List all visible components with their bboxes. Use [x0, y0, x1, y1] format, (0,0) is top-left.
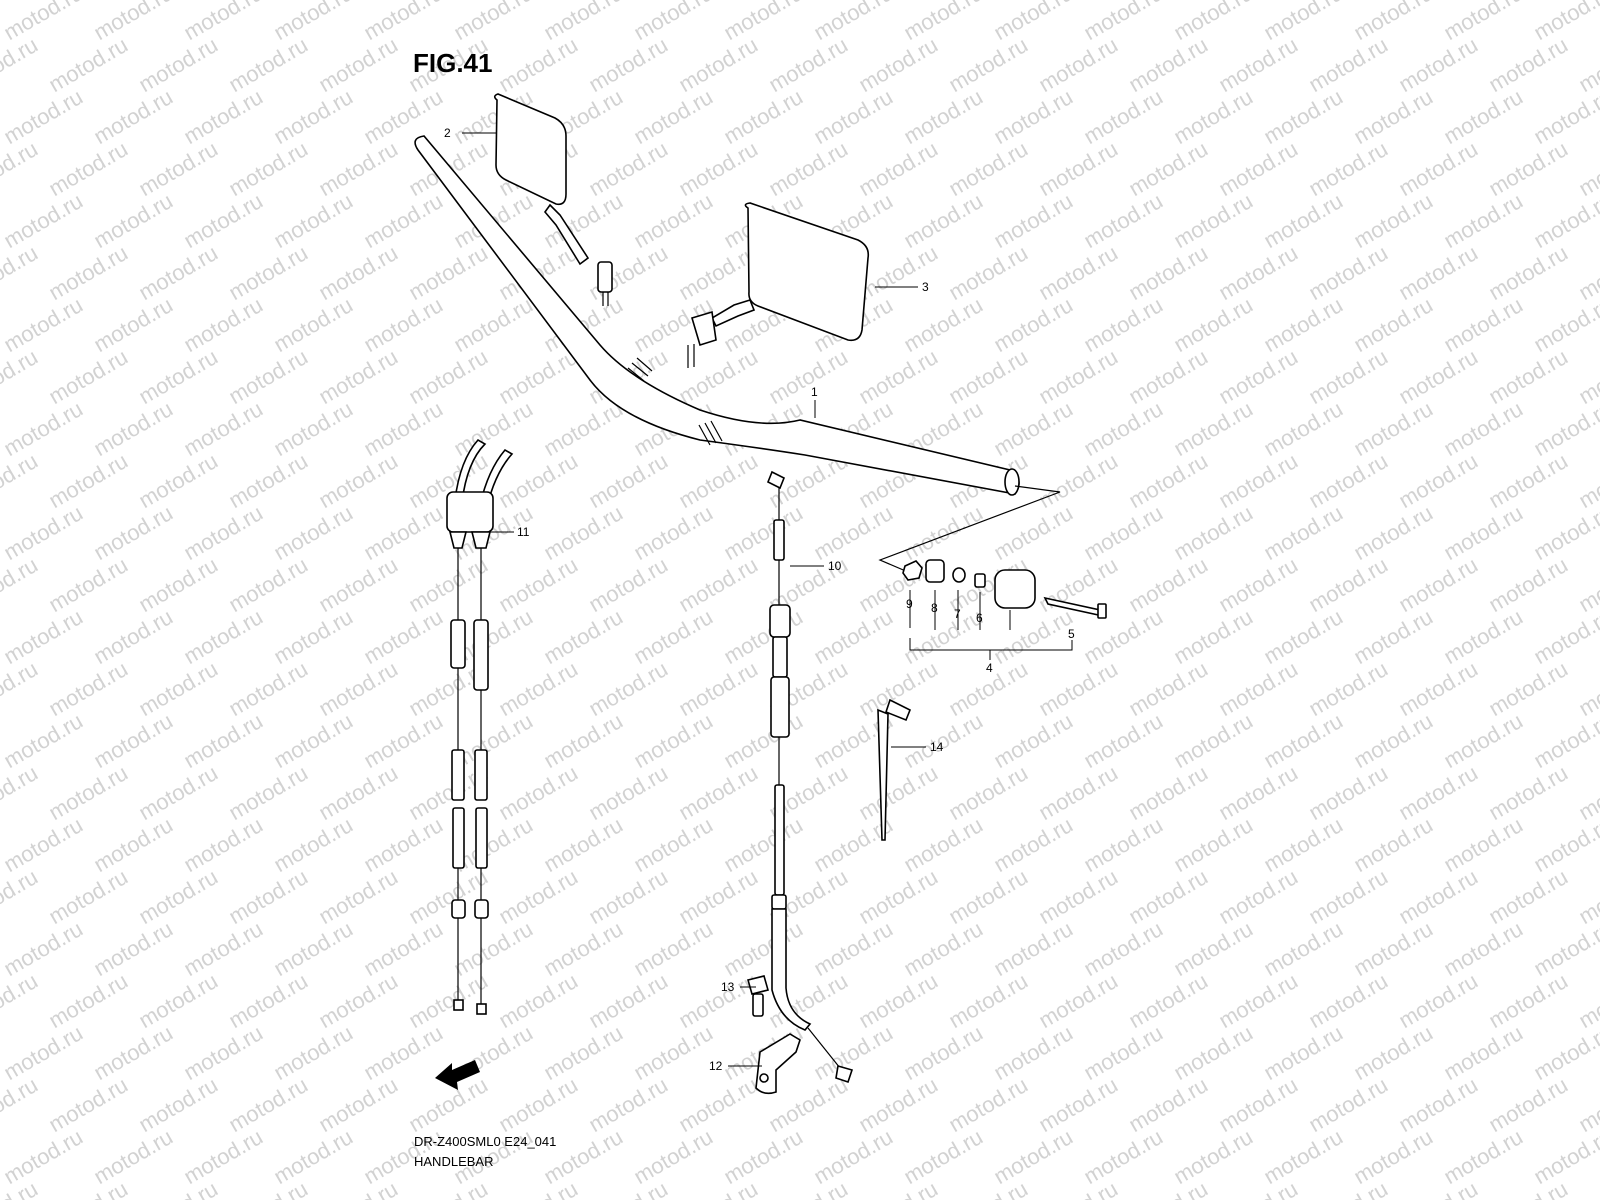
callout-3: 3	[922, 280, 929, 294]
balancer-parts	[902, 559, 1107, 619]
callout-14: 14	[930, 740, 944, 754]
callout-8: 8	[931, 601, 938, 615]
handlebar-part	[414, 135, 1020, 496]
fwd-arrow: FWD	[435, 1060, 480, 1090]
mirror-left-part	[493, 93, 613, 306]
leader-lines	[462, 132, 1073, 1067]
callout-9: 9	[906, 597, 913, 611]
bolt-part	[747, 975, 769, 1017]
throttle-cables-part	[446, 438, 514, 1015]
callout-12: 12	[709, 1059, 723, 1073]
callout-7: 7	[954, 607, 961, 621]
figure-name: HANDLEBAR	[414, 1154, 494, 1169]
cable-tie-part	[877, 698, 912, 841]
clamp-part	[755, 1033, 801, 1095]
clutch-cable-part	[766, 470, 854, 1084]
callout-5: 5	[1068, 627, 1075, 641]
callout-10: 10	[828, 559, 842, 573]
callout-6: 6	[976, 611, 983, 625]
fwd-label: FWD	[448, 1060, 479, 1083]
callout-4: 4	[986, 661, 993, 675]
figure-code: DR-Z400SML0 E24_041	[414, 1134, 557, 1149]
exploded-leader-line	[878, 485, 1061, 576]
mirror-right-part	[687, 202, 870, 368]
callout-2: 2	[444, 126, 451, 140]
callout-labels: 2 3 1 11 10 9 8 7 6 5 4 14 13 12	[444, 126, 1075, 1073]
callout-11: 11	[517, 525, 530, 539]
figure-title: FIG.41	[413, 48, 493, 78]
callout-13: 13	[721, 980, 735, 994]
callout-1: 1	[811, 385, 818, 399]
